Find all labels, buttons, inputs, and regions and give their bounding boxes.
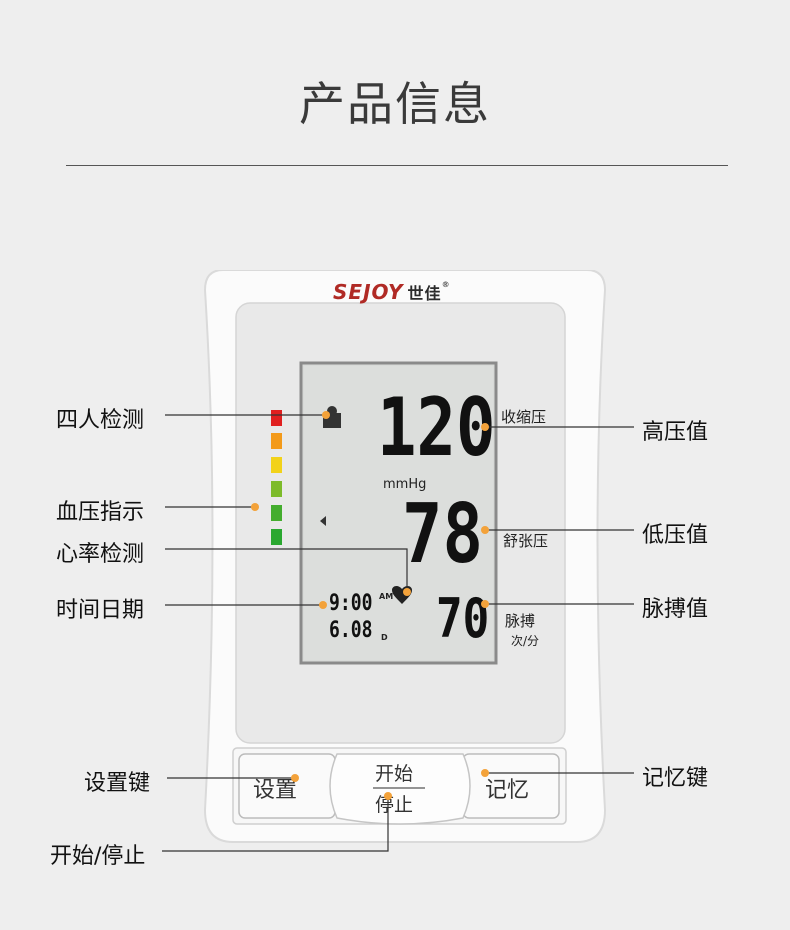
pulse-value: 70 <box>436 587 490 650</box>
indicator-bar <box>271 410 282 426</box>
callout-dot <box>251 503 259 511</box>
diastolic-value: 78 <box>402 487 483 582</box>
callout-dot <box>319 601 327 609</box>
callout-dot <box>291 774 299 782</box>
indicator-bar <box>271 433 282 449</box>
callout-low-pressure: 低压值 <box>642 523 709 548</box>
diastolic-label: 舒张压 <box>503 532 549 550</box>
page-title: 产品信息 <box>299 77 491 131</box>
callout-dot <box>481 600 489 608</box>
callout-dot <box>322 411 330 419</box>
callout-pulse-value: 脉搏值 <box>642 597 709 622</box>
date-suffix: D <box>381 633 388 642</box>
callout-memory-key: 记忆键 <box>642 766 709 791</box>
date-display: 6.08 <box>329 618 373 643</box>
settings-button[interactable]: 设置 <box>253 778 298 803</box>
brand-latin: SEJOY <box>333 280 404 304</box>
indicator-bar <box>271 529 282 545</box>
callout-heart-detect: 心率检测 <box>56 542 145 567</box>
callout-time-date: 时间日期 <box>56 598 145 623</box>
pulse-label: 脉搏 <box>505 612 536 630</box>
stop-button-label[interactable]: 停止 <box>375 794 414 816</box>
unit-label: mmHg <box>383 477 427 492</box>
callout-dot <box>403 588 411 596</box>
callout-start-stop: 开始/停止 <box>50 844 146 869</box>
indicator-bar <box>271 505 282 521</box>
time-display: 9:00 <box>329 591 373 616</box>
memory-button[interactable]: 记忆 <box>485 778 530 803</box>
brand-cn: 世佳 <box>407 284 442 303</box>
pulse-unit: 次/分 <box>511 634 540 648</box>
start-button-label[interactable]: 开始 <box>375 763 414 785</box>
callout-bp-indicator: 血压指示 <box>56 500 145 525</box>
indicator-bar <box>271 481 282 497</box>
systolic-value: 120 <box>377 381 496 474</box>
device-body <box>203 270 607 843</box>
indicator-bar <box>271 457 282 473</box>
callout-four-user: 四人检测 <box>56 408 145 433</box>
callout-settings-key: 设置键 <box>84 771 151 796</box>
callout-dot <box>481 769 489 777</box>
callout-dot <box>481 423 489 431</box>
callout-high-pressure: 高压值 <box>642 420 709 445</box>
callout-dot <box>481 526 489 534</box>
brand-mark: ® <box>441 280 451 289</box>
systolic-label: 收缩压 <box>501 408 547 426</box>
am-pm: AM <box>379 592 394 601</box>
title-divider <box>66 165 728 166</box>
callout-dot <box>384 792 392 800</box>
